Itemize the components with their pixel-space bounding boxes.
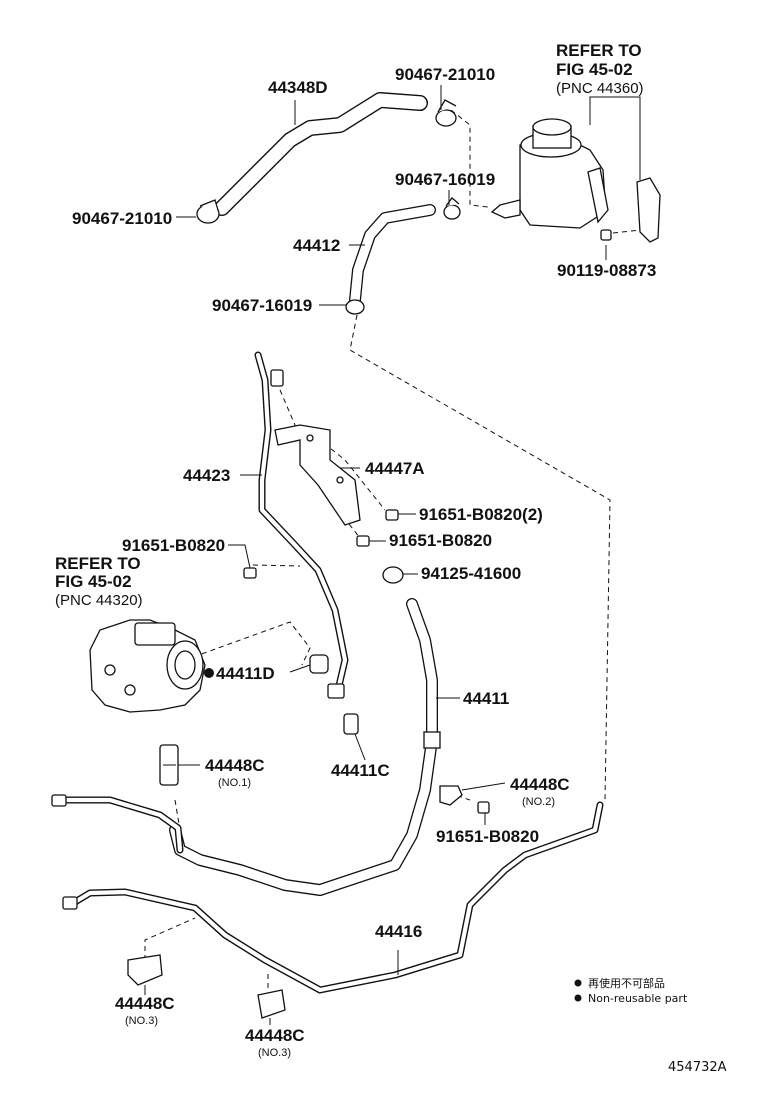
label-bolt-pump: 91651-B0820 (122, 536, 225, 555)
tube-fitting-top[interactable] (270, 369, 284, 387)
hose-clip-top[interactable] (435, 99, 457, 127)
gasket-44411d[interactable] (309, 654, 329, 674)
label-refer-pump-1: REFER TO (55, 554, 141, 573)
pump-bolt[interactable] (243, 567, 257, 579)
hose-44411[interactable] (169, 598, 441, 896)
label-clip-left: 90467-21010 (72, 209, 172, 228)
label-nut: 94125-41600 (421, 564, 521, 583)
label-bolt-bracket-2: 91651-B0820(2) (419, 505, 543, 524)
dashed-reference-lines (144, 109, 641, 988)
legend-dot-jp (574, 979, 582, 987)
label-bracket: 44447A (365, 459, 425, 478)
label-bolt-clamp: 91651-B0820 (436, 827, 539, 846)
legend: 再使用不可部品 Non-reusable part (574, 976, 688, 1005)
label-hose-44412: 44412 (293, 236, 340, 255)
reservoir-bracket[interactable] (636, 177, 661, 243)
label-clamp-no1-sub: (NO.1) (218, 777, 251, 789)
union-44411c[interactable] (343, 713, 359, 735)
power-steering-pump[interactable] (89, 619, 206, 713)
label-bolt-bracket: 91651-B0820 (389, 531, 492, 550)
bracket-44447a[interactable] (274, 424, 361, 526)
tube-fitting-bottom[interactable] (327, 683, 345, 699)
tube-44416[interactable] (62, 801, 604, 994)
label-refer-res-1: REFER TO (556, 41, 642, 60)
hose-44412[interactable] (349, 204, 436, 306)
legend-dot-en (574, 994, 582, 1002)
label-union: 44411C (331, 761, 390, 780)
non-reusable-marker (204, 668, 214, 678)
reservoir-assembly[interactable] (490, 118, 609, 229)
label-clamp-no3a: 44448C (115, 994, 175, 1013)
label-clamp-no1: 44448C (205, 756, 265, 775)
label-clamp-no3b-sub: (NO.3) (258, 1047, 291, 1059)
label-clip-mid: 90467-16019 (395, 170, 495, 189)
label-clamp-no2-sub: (NO.2) (522, 796, 555, 808)
label-gasket: 44411D (216, 664, 275, 683)
label-clip-low: 90467-16019 (212, 296, 312, 315)
lower-return-pipe[interactable] (51, 794, 184, 854)
label-hose-44411: 44411 (463, 689, 509, 708)
label-hose-44348d: 44348D (268, 78, 328, 97)
clamp-no3b[interactable] (257, 989, 286, 1019)
bracket-bolt-upper[interactable] (385, 509, 399, 521)
hose-44348d[interactable] (214, 92, 428, 216)
label-bolt-res: 90119-08873 (557, 261, 656, 280)
label-refer-pump-2: FIG 45-02 (55, 572, 132, 591)
leader-lines (144, 85, 641, 1025)
clamp-bolt[interactable] (477, 801, 490, 814)
hose-clip-mid[interactable] (443, 197, 461, 220)
label-clamp-no3a-sub: (NO.3) (125, 1015, 158, 1027)
label-refer-pump-3: (PNC 44320) (55, 592, 143, 609)
clamp-no2[interactable] (439, 785, 463, 806)
label-tube-44416: 44416 (375, 922, 422, 941)
label-clamp-no3b: 44448C (245, 1026, 305, 1045)
label-refer-res-3: (PNC 44360) (556, 80, 644, 97)
bracket-bolt-lower[interactable] (356, 535, 370, 547)
hose-clip-left[interactable] (196, 199, 220, 224)
figure-id: 454732A (668, 1060, 727, 1075)
label-clamp-no2: 44448C (510, 775, 570, 794)
reservoir-bolt[interactable] (600, 229, 612, 241)
tube-44423[interactable] (254, 351, 349, 694)
clamp-no1[interactable] (159, 744, 179, 786)
hose-clip-low[interactable] (345, 299, 365, 315)
legend-en: Non-reusable part (588, 992, 688, 1005)
label-tube-44423: 44423 (183, 466, 230, 485)
label-refer-res-2: FIG 45-02 (556, 60, 633, 79)
labels: 44348D 90467-21010 90467-21010 REFER TO … (55, 41, 656, 1059)
legend-jp: 再使用不可部品 (588, 976, 665, 990)
label-clip-top: 90467-21010 (395, 65, 495, 84)
nut-94125[interactable] (382, 566, 404, 584)
clamp-no3a[interactable] (127, 954, 163, 986)
